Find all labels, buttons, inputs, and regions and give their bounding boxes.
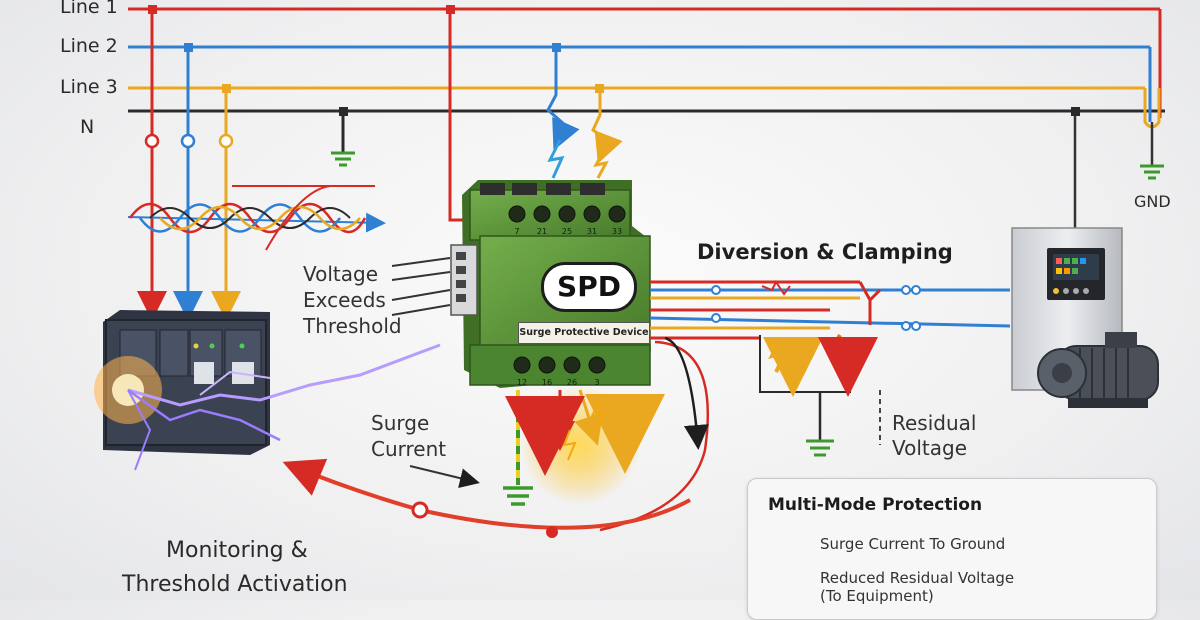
surge-to-ground xyxy=(503,385,665,506)
legend-item-surge: Surge Current To Ground xyxy=(820,535,1006,553)
terminal-number: 7 xyxy=(514,227,519,236)
threshold-pointers xyxy=(391,257,451,316)
terminal-screw xyxy=(533,205,551,223)
line2-label: Line 2 xyxy=(60,35,118,57)
terminal-screw xyxy=(513,356,531,374)
lightning-bolt-icon xyxy=(547,139,565,179)
terminal-number: 33 xyxy=(612,227,622,236)
legend-item-residual-sub: (To Equipment) xyxy=(820,587,934,605)
residual-label: Residual xyxy=(892,411,977,435)
lightning-bolt-icon xyxy=(828,334,850,369)
terminal-number: 12 xyxy=(517,378,527,387)
exceeds-label: Exceeds xyxy=(303,288,386,312)
diversion-lines xyxy=(649,280,1011,457)
current-label: Current xyxy=(371,437,447,461)
control-panel-icon xyxy=(1011,116,1123,391)
threshold-label: Threshold xyxy=(303,314,402,338)
lightning-bolt-icon xyxy=(94,343,441,471)
voltage2-label: Voltage xyxy=(892,436,968,460)
spd-diagram: 7 21 25 31 33 12 16 26 3 xyxy=(94,5,1165,598)
diversion-title: Diversion & Clamping xyxy=(697,240,953,264)
terminal-screw xyxy=(508,205,526,223)
ground-symbol-icon xyxy=(1140,164,1164,180)
terminal-screw xyxy=(588,356,606,374)
motor-icon xyxy=(1037,332,1159,408)
monitoring-drops xyxy=(137,14,241,321)
terminal-screw xyxy=(538,356,556,374)
surge-label: Surge xyxy=(371,411,430,435)
sine-wave-icon xyxy=(127,185,386,251)
line1-label: Line 1 xyxy=(60,0,118,18)
junctions xyxy=(148,5,1080,116)
terminal-number: 26 xyxy=(567,378,577,387)
terminal-number: 3 xyxy=(594,378,599,387)
bus-lines xyxy=(128,7,1165,165)
terminal-number: 25 xyxy=(562,227,572,236)
activation-label: Threshold Activation xyxy=(122,572,348,597)
spd-feed-lines xyxy=(448,14,623,222)
lightning-bolt-icon xyxy=(593,149,609,179)
terminal-number: 16 xyxy=(542,378,552,387)
terminal-screw xyxy=(608,205,626,223)
neutral-label: N xyxy=(80,116,95,138)
voltage-label: Voltage xyxy=(303,262,379,286)
spd-badge: SPD xyxy=(541,262,637,312)
terminal-number: 21 xyxy=(537,227,547,236)
line3-label: Line 3 xyxy=(60,76,118,98)
spd-strip: Surge Protective Device xyxy=(518,322,650,344)
terminal-screw xyxy=(563,356,581,374)
monitoring-label: Monitoring & xyxy=(166,538,308,563)
terminal-screw xyxy=(558,205,576,223)
terminal-screw xyxy=(583,205,601,223)
legend-title: Multi-Mode Protection xyxy=(768,495,983,515)
terminal-number: 31 xyxy=(587,227,597,236)
lightning-bolt-icon xyxy=(768,339,790,373)
legend-item-residual: Reduced Residual Voltage xyxy=(820,569,1015,587)
ground-symbol-icon xyxy=(331,116,355,167)
gnd-label: GND xyxy=(1134,192,1171,211)
legend-box: Multi-Mode Protection Surge Current To G… xyxy=(747,478,1157,620)
surge-return-loop xyxy=(282,336,709,538)
